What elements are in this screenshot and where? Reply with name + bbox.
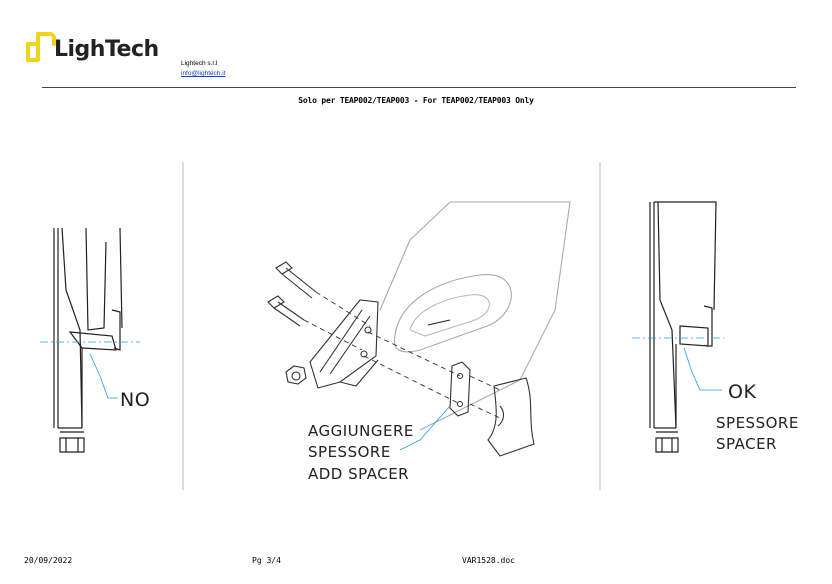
company-email-link[interactable]: info@lightech.it — [181, 70, 226, 77]
right-leader-line — [683, 347, 722, 391]
right-correct-view — [649, 201, 717, 453]
company-name: Lightech s.r.l — [181, 60, 218, 67]
ok-label: OK — [728, 381, 756, 403]
brand-name: LighTech — [54, 37, 159, 62]
installation-drawing: NO — [40, 162, 799, 490]
spessore-right-label: SPESSORE — [716, 414, 799, 432]
center-exploded-view — [267, 201, 571, 457]
company-info: Lightech s.r.l info@lightech.it — [181, 59, 226, 79]
add-spacer-label: ADD SPACER — [308, 465, 409, 483]
left-leader-line — [89, 353, 118, 399]
no-label: NO — [120, 389, 150, 411]
footer-page-number: Pg 3/4 — [252, 556, 281, 565]
page-title: Solo per TEAP002/TEAP003 - For TEAP002/T… — [298, 96, 534, 105]
spacer-right-label: SPACER — [716, 435, 777, 453]
left-wrong-view — [53, 227, 123, 453]
spessore-center-label: SPESSORE — [308, 443, 391, 461]
aggiungere-label: AGGIUNGERE — [308, 422, 414, 440]
lightech-logo-icon — [26, 32, 56, 62]
footer-filename: VAR1528.doc — [462, 556, 515, 565]
header-divider — [42, 87, 796, 88]
brand-logo: LighTech — [24, 30, 184, 66]
center-dash-lines — [303, 291, 501, 419]
center-leader-line — [399, 405, 451, 451]
footer-date: 20/09/2022 — [24, 556, 73, 565]
